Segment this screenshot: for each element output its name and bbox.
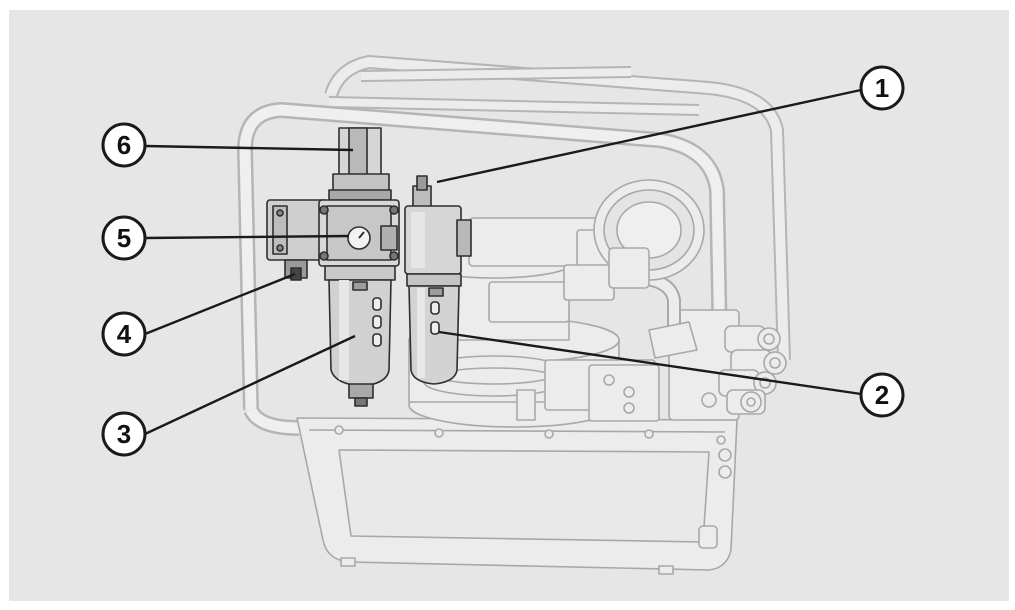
callout-4-label: 4 [117, 319, 132, 349]
callout-4: 4 [101, 311, 147, 357]
callout-1: 1 [859, 65, 905, 111]
callout-6-label: 6 [117, 130, 131, 160]
callout-1-label: 1 [875, 73, 889, 103]
frl-unit [266, 127, 472, 407]
leader-lines [144, 88, 862, 436]
diagram-canvas: 1 2 3 4 5 6 [9, 10, 1009, 601]
callout-2: 2 [859, 372, 905, 418]
callout-3: 3 [101, 411, 147, 457]
callout-5-label: 5 [117, 223, 131, 253]
callout-3-label: 3 [117, 419, 131, 449]
callout-2-label: 2 [875, 380, 889, 410]
callout-5: 5 [101, 215, 147, 261]
pump-ghost-body [237, 55, 791, 575]
callout-6: 6 [101, 122, 147, 168]
hydraulic-pump-illustration: 1 2 3 4 5 6 [101, 55, 905, 575]
